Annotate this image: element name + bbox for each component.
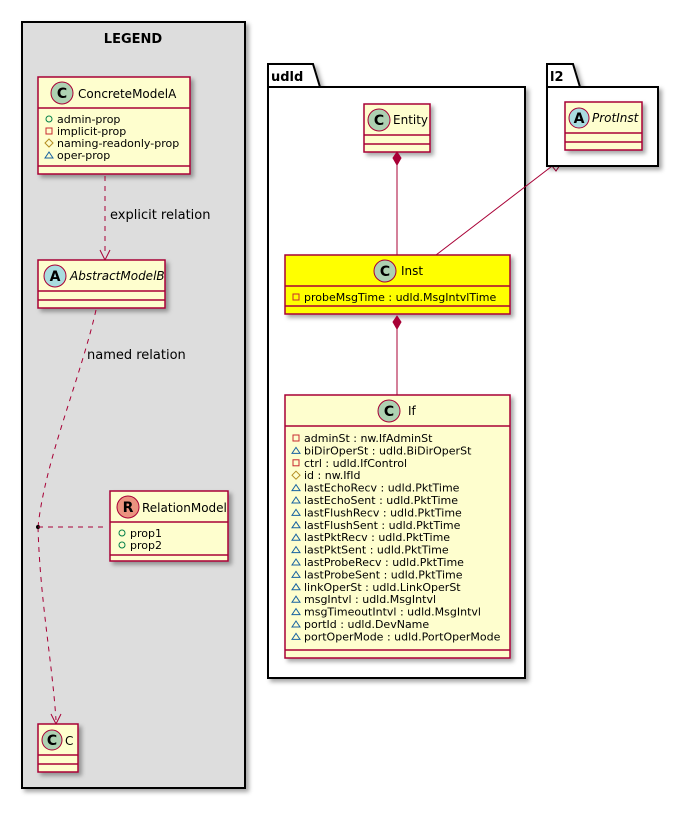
class-circle-icon: C — [377, 399, 401, 423]
package-icon — [291, 558, 301, 566]
package-icon — [291, 607, 301, 616]
if-attribute: lastProbeRecv : udld.PktTime — [304, 556, 464, 569]
if-attribute: linkOperSt : udld.LinkOperSt — [304, 581, 461, 594]
package-l2-name: l2 — [550, 70, 564, 85]
abstract-circle-icon: A — [43, 264, 67, 288]
attr-prop1: prop1 — [130, 527, 162, 540]
if-attribute: lastFlushRecv : udld.PktTime — [304, 506, 462, 519]
inst-class-name: Inst — [401, 264, 423, 278]
class-inst — [284, 254, 511, 315]
named-relation-label: named relation — [87, 348, 186, 363]
svg-text:C: C — [47, 733, 57, 749]
if-attribute: id : nw.IfId — [304, 469, 361, 482]
private-icon — [292, 293, 300, 301]
if-attribute: portId : udld.DevName — [304, 618, 429, 631]
relation-class-name: RelationModel — [142, 501, 227, 515]
package-icon — [291, 620, 301, 628]
package-icon — [291, 595, 301, 603]
class-circle-icon: C — [50, 81, 74, 105]
protected-icon — [44, 138, 54, 148]
if-attribute: portOperMode : udld.PortOperMode — [304, 630, 501, 643]
protected-icon — [291, 470, 301, 480]
if-attribute: adminSt : nw.IfAdminSt — [304, 432, 433, 445]
relation-circle-icon: R — [116, 495, 140, 519]
svg-text:C: C — [384, 404, 394, 420]
svg-text:R: R — [123, 500, 134, 516]
composition-inst-if — [392, 315, 402, 395]
package-udld-name: udld — [271, 70, 303, 85]
package-icon — [291, 545, 301, 554]
explicit-relation-label: explicit relation — [110, 208, 210, 223]
package-icon — [291, 520, 301, 529]
attr-oper-prop: oper-prop — [57, 149, 110, 162]
if-attribute: lastEchoSent : udld.PktTime — [304, 494, 458, 507]
if-attribute: biDirOperSt : udld.BiDirOperSt — [304, 444, 472, 457]
if-class-name: If — [408, 404, 417, 418]
class-if — [284, 394, 511, 659]
composition-entity-inst — [392, 151, 402, 255]
class-name: ConcreteModelA — [78, 87, 177, 101]
attr-probe-msg-time: probeMsgTime : udld.MsgIntvlTime — [304, 291, 497, 304]
if-attribute: lastEchoRecv : udld.PktTime — [304, 482, 460, 495]
attr-admin-prop: admin-prop — [57, 113, 120, 126]
class-circle-icon: C — [367, 108, 391, 132]
class-circle-icon: C — [373, 259, 397, 283]
package-icon — [291, 582, 301, 591]
legend-title: LEGEND — [104, 32, 163, 47]
entity-class-name: Entity — [393, 113, 428, 127]
private-icon — [292, 434, 300, 442]
package-icon — [291, 570, 301, 578]
attr-prop2: prop2 — [130, 539, 162, 552]
package-icon — [291, 533, 301, 541]
if-attribute: ctrl : udld.IfControl — [304, 457, 407, 470]
abstract-class-name: AbstractModelB — [69, 269, 165, 283]
package-icon — [44, 151, 54, 159]
private-icon — [292, 459, 300, 467]
public-icon — [45, 115, 53, 123]
protinst-class-name: ProtInst — [592, 111, 640, 125]
svg-text:C: C — [57, 86, 67, 102]
svg-text:C: C — [380, 264, 390, 280]
if-attribute: lastFlushSent : udld.PktTime — [304, 519, 461, 532]
package-icon — [291, 508, 301, 516]
class-c-name: C — [65, 734, 73, 748]
svg-text:A: A — [574, 111, 585, 127]
package-icon — [291, 483, 301, 492]
package-icon — [291, 632, 301, 640]
package-icon — [291, 446, 301, 454]
svg-text:A: A — [50, 269, 61, 285]
svg-text:C: C — [374, 113, 384, 129]
if-attribute: lastPktRecv : udld.PktTime — [304, 531, 450, 544]
if-attribute: lastProbeSent : udld.PktTime — [304, 568, 463, 581]
private-icon — [45, 127, 53, 135]
public-icon — [118, 541, 126, 549]
public-icon — [118, 529, 126, 537]
package-icon — [291, 496, 301, 504]
if-attribute: lastPktSent : udld.PktTime — [304, 544, 449, 557]
abstract-circle-icon: A — [568, 107, 590, 129]
class-circle-icon: C — [41, 729, 63, 751]
if-attribute: msgTimeoutIntvl : udld.MsgIntvl — [304, 606, 481, 619]
attr-implicit-prop: implicit-prop — [57, 125, 126, 138]
if-attribute: msgIntvl : udld.MsgIntvl — [304, 593, 436, 606]
attr-naming-readonly-prop: naming-readonly-prop — [57, 137, 179, 150]
